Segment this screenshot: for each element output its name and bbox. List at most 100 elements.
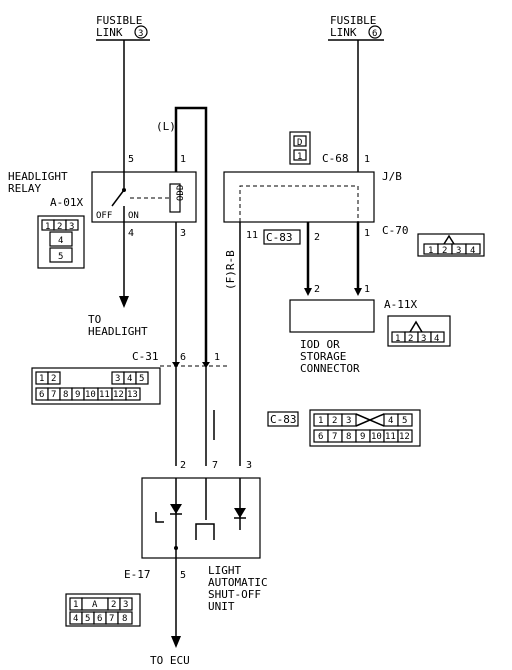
c31-bottom-12: 12	[113, 390, 124, 400]
fusible-link-right-num: 6	[372, 29, 377, 39]
pin-jb-1: 1	[364, 154, 370, 165]
e17-bottom-7: 7	[109, 614, 114, 624]
e17-bottom-5: 5	[85, 614, 90, 624]
e17-bottom-6: 6	[97, 614, 102, 624]
pin-jb-11: 11	[246, 230, 258, 241]
c83-top-cell-3	[341, 413, 357, 427]
a01x-cell-4	[49, 231, 73, 247]
headlight-relay-code: A-01X	[50, 196, 83, 209]
e17-bottom-cell-8	[117, 611, 133, 625]
c31-bottom-11: 11	[99, 390, 110, 400]
c31-top-cell-2	[47, 371, 61, 385]
arrow-to-ecu	[171, 636, 181, 648]
fusible-link-right-line2: LINK	[330, 26, 357, 39]
c31-bottom-cell-13	[125, 387, 141, 401]
c31-top-cell-5	[135, 371, 149, 385]
pin-jb-2: 2	[314, 232, 320, 243]
a11x-label-1: 1	[395, 334, 400, 344]
c83-top-5: 5	[402, 416, 407, 426]
c83-bottom-12: 12	[399, 432, 410, 442]
fusible-link-right-circle	[368, 25, 382, 39]
unit-line4: UNIT	[208, 600, 235, 613]
relay-off-label: OFF	[96, 211, 112, 221]
a01x-label-3: 3	[69, 222, 74, 232]
pin-c31-6: 6	[180, 352, 186, 363]
e17-bottom-4: 4	[73, 614, 78, 624]
relay-odd-label: ODD	[176, 185, 186, 201]
pin-unit-3: 3	[246, 460, 252, 471]
unit-switch-contact	[155, 512, 164, 523]
c31-label: C-31	[132, 350, 159, 363]
iod-line2: STORAGE	[300, 350, 346, 363]
e17-cells	[69, 597, 133, 625]
c70-key	[443, 234, 455, 245]
c31-bottom-7: 7	[51, 390, 56, 400]
fusible-link-right-line1: FUSIBLE	[330, 14, 376, 27]
arrow-iod-1	[354, 288, 362, 296]
jb-c83-label: C-83	[266, 231, 293, 244]
c83-bottom-cell-12	[397, 429, 413, 443]
e17-top-2: 2	[111, 600, 116, 610]
pin-relay-3: 3	[180, 228, 186, 239]
c83-top-3: 3	[346, 416, 351, 426]
c70-label-3: 3	[456, 246, 461, 256]
unit-line1: LIGHT	[208, 564, 241, 577]
pin-c31-1: 1	[214, 352, 220, 363]
unit-code: E-17	[124, 568, 151, 581]
c83-bottom-10: 10	[371, 432, 382, 442]
headlight-relay-line1: HEADLIGHT	[8, 170, 68, 183]
c31-top-3: 3	[115, 374, 120, 384]
unit-line3: SHUT-OFF	[208, 588, 261, 601]
a01x-cell-3	[65, 219, 79, 231]
unit-diode-2	[170, 504, 182, 514]
badge-d-top: D	[297, 138, 302, 148]
badge-d-top-box	[293, 135, 307, 147]
a01x-label-5: 5	[58, 252, 63, 262]
c83-top-1: 1	[318, 416, 323, 426]
a11x-key	[409, 320, 423, 333]
c31-cells	[35, 371, 149, 401]
pin-jb-1b: 1	[364, 228, 370, 239]
jb-internal-dash	[239, 185, 359, 222]
wire-l-loop	[174, 106, 208, 366]
badge-d-bottom: 1	[297, 152, 302, 162]
pin-unit-5: 5	[180, 570, 186, 581]
pin-relay-1: 1	[180, 154, 186, 165]
fusible-link-left-num: 3	[138, 29, 143, 39]
c31-arrow-6	[172, 362, 180, 368]
relay-coil	[169, 183, 181, 213]
a11x-label-2: 2	[408, 334, 413, 344]
fusible-link-left-circle	[134, 25, 148, 39]
relay-switch-arm	[111, 189, 125, 207]
c83-cross-b	[355, 413, 385, 427]
c83-connector-label: C-83	[270, 413, 297, 426]
c31-bottom-10: 10	[85, 390, 96, 400]
c31-top-1: 1	[39, 374, 44, 384]
fusible-link-left-line1: FUSIBLE	[96, 14, 142, 27]
a01x-label-2: 2	[57, 222, 62, 232]
e17-top-1: 1	[73, 600, 78, 610]
wire-l-label: (L)	[156, 120, 176, 133]
a01x-cell-5	[49, 247, 73, 263]
jb-label: J/B	[382, 170, 402, 183]
c31-bottom-6: 6	[39, 390, 44, 400]
a01x-label-4: 4	[58, 236, 63, 246]
to-ecu-label: TO ECU	[150, 654, 190, 667]
c83-connector-tag	[267, 411, 299, 427]
c70-label-1: 1	[428, 246, 433, 256]
c70-cell-4	[465, 243, 481, 255]
c83-top-4: 4	[388, 416, 393, 426]
jb-c68-label: C-68	[322, 152, 349, 165]
arrow-to-headlight	[119, 296, 129, 308]
unit-transistor	[195, 523, 215, 540]
a01x-label-1: 1	[45, 222, 50, 232]
iod-connector-box	[289, 299, 375, 333]
to-headlight-line2: HEADLIGHT	[88, 325, 148, 338]
a11x-label-3: 3	[421, 334, 426, 344]
unit-diode-3	[234, 508, 246, 518]
pin-iod-2: 2	[314, 284, 320, 295]
c83-box	[263, 229, 301, 245]
jb-c70-label: C-70	[382, 224, 409, 237]
badge-d-bottom-box	[293, 149, 307, 161]
